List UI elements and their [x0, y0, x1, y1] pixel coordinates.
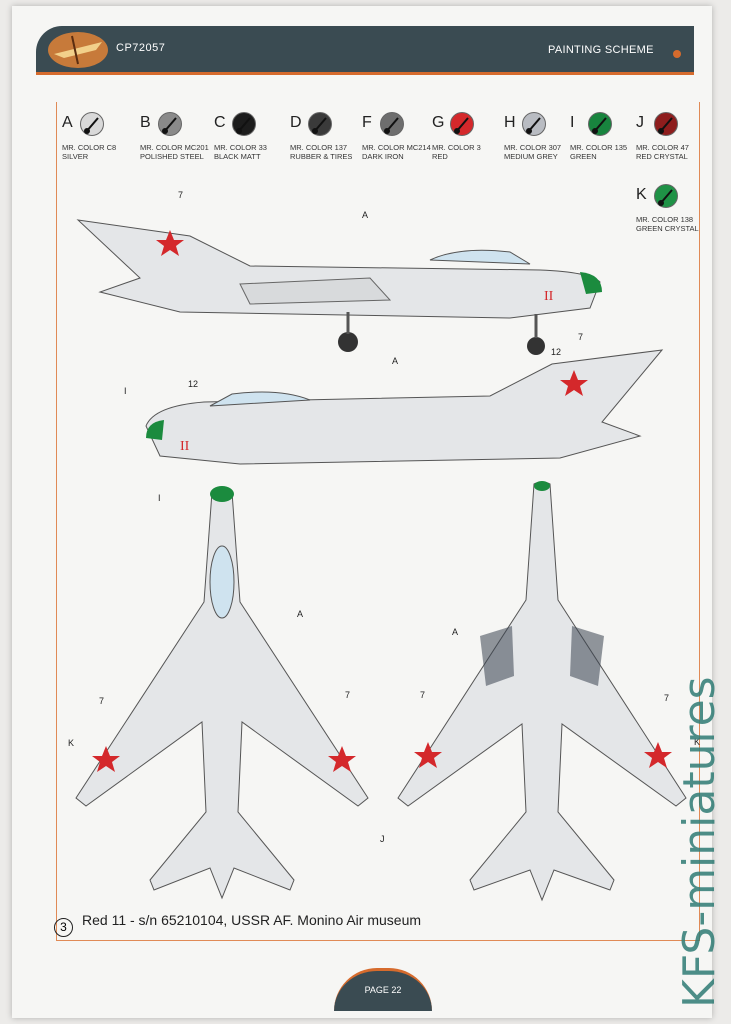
brush-icon — [592, 117, 607, 134]
page-title: PAINTING SCHEME — [548, 44, 654, 56]
callout-12: 12 — [551, 347, 562, 357]
brand-logo — [48, 32, 108, 68]
color-name: MEDIUM GREY — [504, 152, 558, 161]
callout-a4: A — [452, 627, 459, 637]
color-letter: A — [62, 114, 73, 131]
color-name: GREEN CRYSTAL — [636, 224, 699, 233]
callout-7e: 7 — [420, 690, 426, 700]
color-letter: F — [362, 114, 372, 131]
svg-text:KFS-miniatures: KFS-miniatures — [674, 676, 725, 1008]
callout-k: K — [68, 738, 75, 748]
page-number: PAGE 22 — [364, 985, 402, 995]
color-code: MR. COLOR 33 — [214, 143, 267, 152]
color-name: RED CRYSTAL — [636, 152, 688, 161]
instruction-page — [12, 6, 712, 1018]
color-name: RED — [432, 152, 448, 161]
scheme-frame — [56, 102, 700, 941]
callout-7f: 7 — [664, 693, 670, 703]
color-name: DARK IRON — [362, 152, 404, 161]
color-name: GREEN — [570, 152, 597, 161]
svg-text:II: II — [544, 289, 554, 304]
side-view-right: II — [145, 349, 664, 465]
color-code: MR. COLOR MC201 — [140, 143, 209, 152]
color-letter: K — [636, 186, 647, 203]
color-name: RUBBER & TIRES — [290, 152, 353, 161]
page-header — [36, 26, 694, 75]
callout-i2: I — [158, 493, 161, 503]
callout-7d: 7 — [345, 690, 351, 700]
callout-7b: 7 — [578, 332, 584, 342]
side-view-left: II — [76, 219, 602, 355]
brush-icon — [312, 117, 327, 134]
brush-icon — [384, 117, 399, 134]
paint-swatch-icon — [80, 112, 104, 136]
callout-a3: A — [297, 609, 304, 619]
watermark: KFS-miniatures — [674, 676, 725, 1008]
bottom-view — [397, 481, 687, 902]
callout-12b: 12 — [188, 379, 199, 389]
brush-icon — [84, 117, 99, 134]
color-letter: D — [290, 114, 302, 131]
color-code: MR. COLOR 3 — [432, 143, 481, 152]
brush-icon — [526, 117, 541, 134]
svg-text:II: II — [180, 439, 190, 454]
color-code: MR. COLOR MC214 — [362, 143, 431, 152]
color-letter: J — [636, 114, 644, 131]
color-letter: B — [140, 114, 151, 131]
color-name: BLACK MATT — [214, 152, 261, 161]
brush-icon — [236, 117, 251, 134]
top-view — [75, 486, 369, 900]
color-letter: C — [214, 114, 226, 131]
color-code: MR. COLOR 307 — [504, 143, 562, 152]
color-letter: G — [432, 114, 445, 131]
callout-j: J — [380, 834, 385, 844]
color-name: POLISHED STEEL — [140, 152, 204, 161]
scheme-number: 3 — [54, 918, 73, 937]
brush-icon — [454, 117, 469, 134]
color-code: MR. COLOR C8 — [62, 143, 117, 152]
scheme-caption: Red 11 - s/n 65210104, USSR AF. Monino A… — [82, 912, 422, 928]
callout-k2: K — [694, 737, 701, 747]
color-letter: H — [504, 114, 516, 131]
color-code: MR. COLOR 138 — [636, 215, 694, 224]
callout-7c: 7 — [99, 696, 105, 706]
brush-icon — [162, 117, 177, 134]
color-code: MR. COLOR 135 — [570, 143, 628, 152]
color-name: SILVER — [62, 152, 89, 161]
header-dot — [673, 50, 681, 58]
color-code: MR. COLOR 47 — [636, 143, 689, 152]
color-code: MR. COLOR 137 — [290, 143, 348, 152]
product-code: CP72057 — [116, 42, 166, 54]
brush-icon — [658, 189, 673, 206]
color-letter: I — [570, 114, 575, 131]
callout-a: A — [362, 210, 369, 220]
callout-7: 7 — [178, 190, 184, 200]
brush-icon — [658, 117, 673, 134]
callout-a2: A — [392, 356, 399, 366]
callout-i: I — [124, 386, 127, 396]
